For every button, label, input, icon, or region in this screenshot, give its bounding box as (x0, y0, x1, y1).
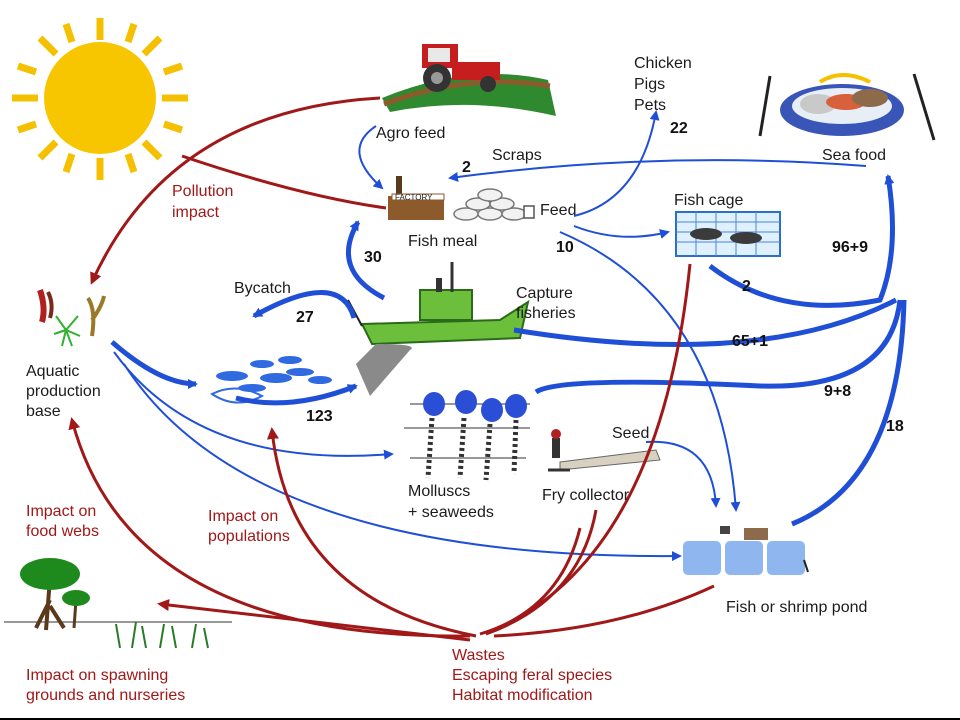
food-webs-label-1: Impact on (26, 503, 96, 520)
arrow-wastes-to-populations (266, 427, 477, 638)
fish-cage-label: Fish cage (674, 192, 743, 209)
arrow-scraps (448, 159, 867, 182)
wastes-label-2: Escaping feral species (452, 667, 612, 684)
sun-icon (12, 18, 188, 180)
bycatch-label: Bycatch (234, 280, 291, 297)
capture-label-2: fisheries (516, 305, 576, 322)
aquatic-plants-icon (37, 289, 106, 347)
fishing-boat-icon (347, 262, 530, 396)
fish-pond-icon (681, 526, 809, 577)
fry-collector-label: Fry collector (542, 487, 630, 504)
arrow-seaweed-waste (479, 527, 582, 636)
chicken-value: 22 (670, 120, 688, 137)
mollusc-lines-icon (404, 390, 530, 481)
molluscs-label-2: + seaweeds (408, 504, 494, 521)
fish-meal-label: Fish meal (408, 233, 477, 250)
aquatic-label-1: Aquatic (26, 363, 79, 380)
arrow-capture-to-seafood (513, 297, 898, 348)
tractor-icon (382, 44, 556, 116)
arrow-feed-to-pond (559, 231, 741, 512)
arrow-capture-to-fishmeal (345, 220, 386, 301)
molluscs-value: 9+8 (824, 383, 851, 400)
bycatch-value: 27 (296, 309, 314, 326)
mangrove-icon (4, 558, 232, 649)
arrow-cage-to-seafood (708, 174, 895, 308)
arrow-agro-to-fishmeal (358, 125, 384, 190)
pets-label: Pets (634, 97, 666, 114)
populations-label-1: Impact on (208, 508, 278, 525)
aquatic-label-3: base (26, 403, 61, 420)
arrow-pond-waste (493, 584, 715, 638)
wastes-label-1: Wastes (452, 647, 505, 664)
arrow-pond-to-seafood (791, 299, 907, 527)
flow-arrows-thick (110, 174, 907, 527)
arrow-wastes-to-foodwebs (68, 417, 471, 638)
pollution-label-1: Pollution (172, 183, 233, 200)
arrow-seed (645, 440, 721, 508)
arrow-feed-to-chicken (573, 110, 660, 217)
seed-label: Seed (612, 425, 649, 442)
seafood-plate-icon (758, 73, 936, 141)
feed-sacks-icon (453, 188, 535, 221)
arrow-fish-to-net (235, 383, 358, 406)
impact-arrows (68, 96, 715, 642)
factory-icon: FACTORY (388, 176, 445, 220)
flow-arrows (113, 110, 867, 562)
agro-feed-label: Agro feed (376, 125, 445, 142)
arrow-wastes-to-spawning (157, 599, 471, 642)
arrow-bycatch (252, 290, 357, 319)
arrow-molluscs-to-seafood (534, 299, 903, 395)
fry-collector-icon (548, 429, 661, 472)
pigs-label: Pigs (634, 76, 665, 93)
arrow-aquatic-to-pond (123, 363, 682, 562)
spawning-label-1: Impact on spawning (26, 667, 168, 684)
fishmeal-value: 30 (364, 249, 382, 266)
wastes-label-3: Habitat modification (452, 687, 593, 704)
capture-label-1: Capture (516, 285, 573, 302)
factory-sign: FACTORY (395, 193, 433, 202)
chicken-label: Chicken (634, 55, 692, 72)
wild-fish-value: 123 (306, 408, 333, 425)
feed-label: Feed (540, 202, 576, 219)
capture-value: 65+1 (732, 333, 768, 350)
arrow-aquatic-to-fish (110, 340, 198, 389)
arrow-agro-impact (90, 96, 381, 285)
fish-school-icon (210, 356, 332, 404)
aquatic-label-2: production (26, 383, 101, 400)
arrow-fry-waste (485, 509, 598, 636)
pollution-label-2: impact (172, 204, 220, 221)
molluscs-label-1: Molluscs (408, 483, 470, 500)
pond-value: 18 (886, 418, 904, 435)
pond-label: Fish or shrimp pond (726, 599, 867, 616)
scraps-label: Scraps (492, 147, 542, 164)
seafood-value: 96+9 (832, 239, 868, 256)
arrow-feed-to-cage (573, 225, 670, 239)
fish-cage-icon (675, 211, 781, 257)
feed-value: 10 (556, 239, 574, 256)
food-webs-label-2: food webs (26, 523, 99, 540)
scraps-value: 2 (462, 159, 471, 176)
arrow-pollution (181, 154, 387, 210)
spawning-label-2: grounds and nurseries (26, 687, 185, 704)
cage-value: 2 (742, 278, 751, 295)
sea-food-label: Sea food (822, 147, 886, 164)
populations-label-2: populations (208, 528, 290, 545)
arrow-aquatic-to-molluscs (113, 351, 394, 460)
